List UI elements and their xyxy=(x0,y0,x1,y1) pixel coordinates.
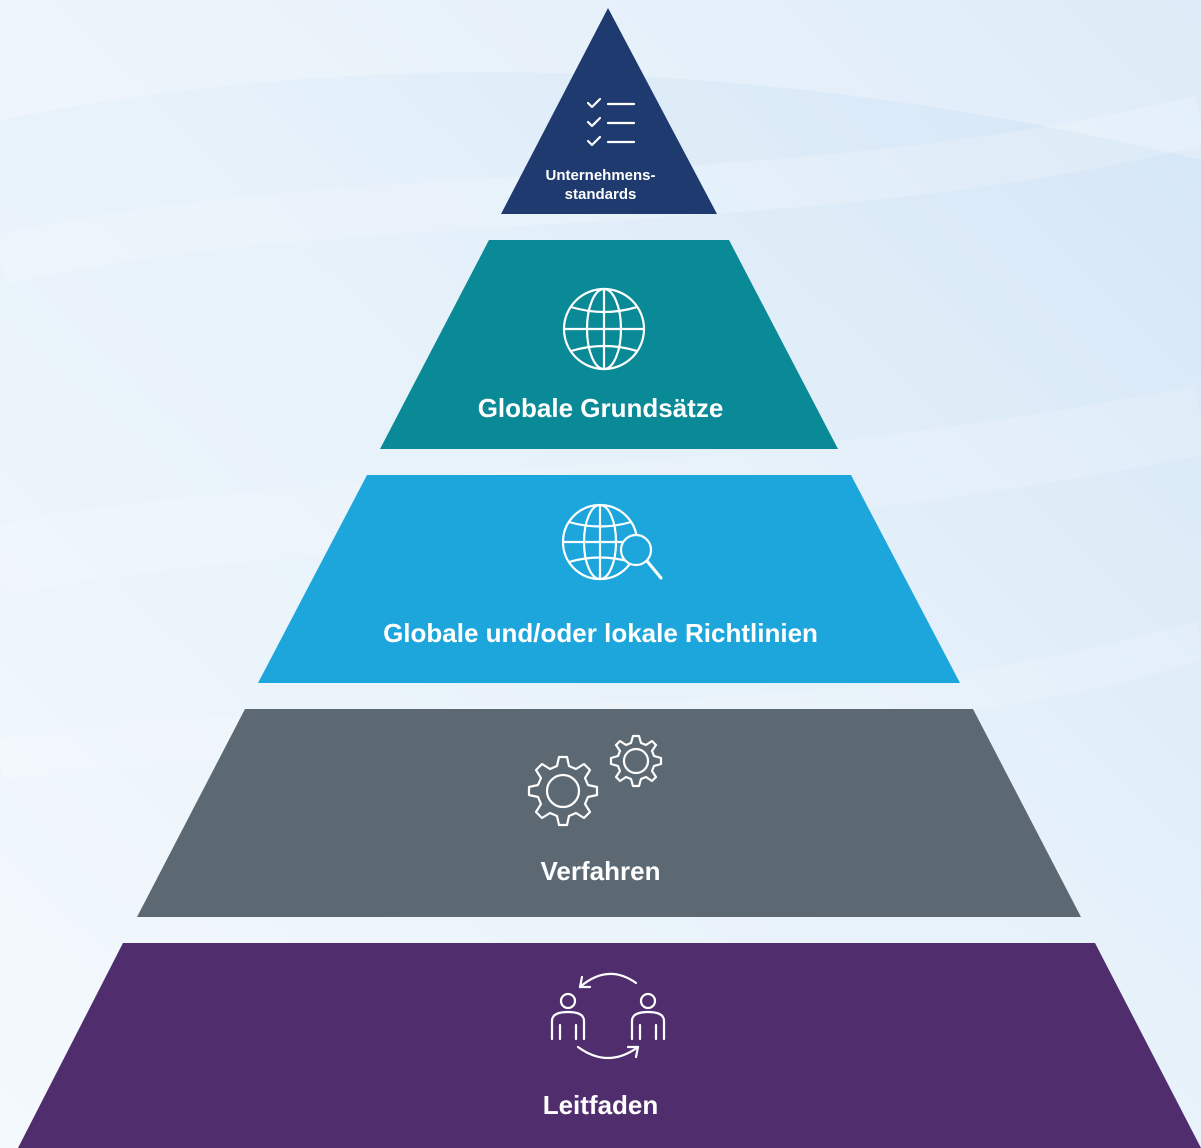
pyramid-level-5-shape xyxy=(18,943,1201,1148)
pyramid-level-5: Leitfaden xyxy=(18,943,1201,1148)
pyramid-level-4-shape xyxy=(137,709,1081,917)
pyramid-level-1-shape xyxy=(501,8,717,214)
